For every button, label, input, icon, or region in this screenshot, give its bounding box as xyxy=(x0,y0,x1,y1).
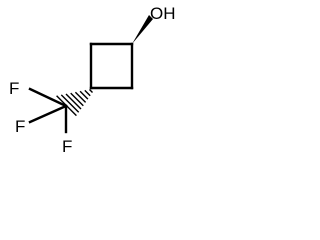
structure-diagram: OH F F F xyxy=(9,4,176,156)
bond-c-f2 xyxy=(28,104,68,124)
atom-label-f1: F xyxy=(9,79,19,98)
atom-label-f3: F xyxy=(62,137,72,156)
atom-label-oh: OH xyxy=(150,4,176,23)
wedge-bond-oh xyxy=(132,15,153,44)
hashed-bond-cf3 xyxy=(56,89,93,117)
atom-label-f2: F xyxy=(15,117,25,136)
bond-c-f1 xyxy=(28,87,68,108)
